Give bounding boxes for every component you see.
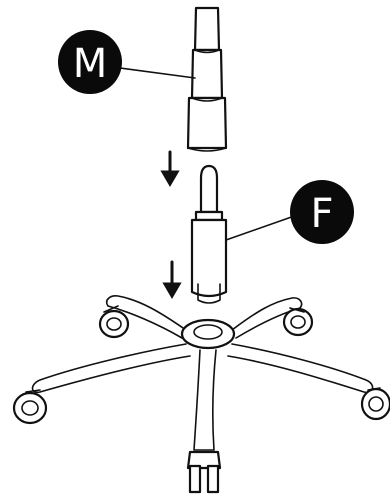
cover-middle-segment <box>190 48 224 100</box>
leg-front-center <box>193 349 217 451</box>
down-arrow-1-icon <box>160 150 180 187</box>
callout-f: F <box>290 180 354 244</box>
gas-lift-collar <box>194 210 224 222</box>
base-hub <box>180 318 236 350</box>
callout-m: M <box>58 30 122 94</box>
gas-lift-base <box>197 283 221 304</box>
caster-front-center <box>186 450 222 494</box>
gas-lift-pin <box>199 164 219 214</box>
caster-back-right <box>282 307 314 337</box>
callout-m-leader <box>119 67 196 79</box>
leg-back-left <box>105 295 187 339</box>
gas-lift-cylinder <box>190 218 228 298</box>
callout-m-label: M <box>73 41 108 87</box>
cover-bottom-segment <box>186 96 228 150</box>
caster-front-left <box>12 389 48 425</box>
down-arrow-2-icon <box>162 260 182 299</box>
leg-front-left <box>31 343 191 394</box>
caster-front-right <box>360 387 390 421</box>
cover-ring-2 <box>191 97 223 102</box>
gas-lift-part <box>190 164 228 304</box>
callout-f-leader <box>225 213 301 241</box>
leg-back-right <box>231 297 303 339</box>
caster-back-left <box>98 305 130 339</box>
base-hub-socket <box>193 324 223 340</box>
cover-ring-1 <box>194 49 220 54</box>
leg-front-right <box>227 343 374 394</box>
gas-lift-cover-part <box>186 6 228 152</box>
callout-m-circle <box>58 30 122 94</box>
chair-base-part <box>12 295 390 494</box>
cover-top-segment <box>193 6 221 52</box>
callout-f-circle <box>290 180 354 244</box>
cover-base-ring <box>187 147 227 152</box>
callout-f-label: F <box>310 191 333 237</box>
